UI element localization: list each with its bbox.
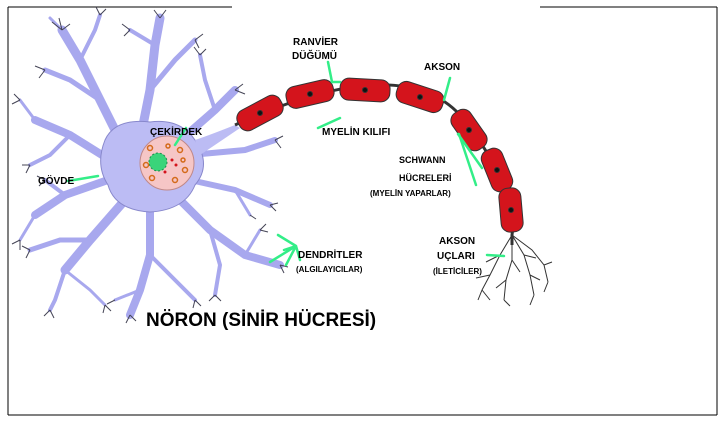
ranvier-node-label: RANVİER <box>293 38 338 48</box>
nucleus-label: ÇEKİRDEK <box>150 128 202 138</box>
axon-terminals-label-line2: UÇLARI <box>437 252 475 262</box>
ranvier-node-label-line2: DÜĞÜMÜ <box>292 52 337 62</box>
axon-terminals-note: (İLETİCİLER) <box>433 268 482 276</box>
myelin-sheath <box>234 78 524 233</box>
dendrites-label: DENDRİTLER <box>298 251 362 261</box>
schwann-cells-note: (MYELİN YAPARLAR) <box>370 190 451 198</box>
axon-label: AKSON <box>424 63 460 73</box>
myelin-sheath-label: MYELİN KILIFI <box>322 128 390 138</box>
schwann-cells-label: SCHWANN <box>399 156 446 165</box>
axon-terminals-label: AKSON <box>439 237 475 247</box>
nucleus <box>140 136 194 190</box>
diagram-title: NÖRON (SİNİR HÜCRESİ) <box>146 311 376 330</box>
axon-terminals <box>476 235 552 306</box>
schwann-cells-label-line2: HÜCRELERİ <box>399 174 452 183</box>
cell-body-label: GÖVDE <box>38 177 74 187</box>
dendrites-note: (ALGILAYICILAR) <box>296 266 362 274</box>
